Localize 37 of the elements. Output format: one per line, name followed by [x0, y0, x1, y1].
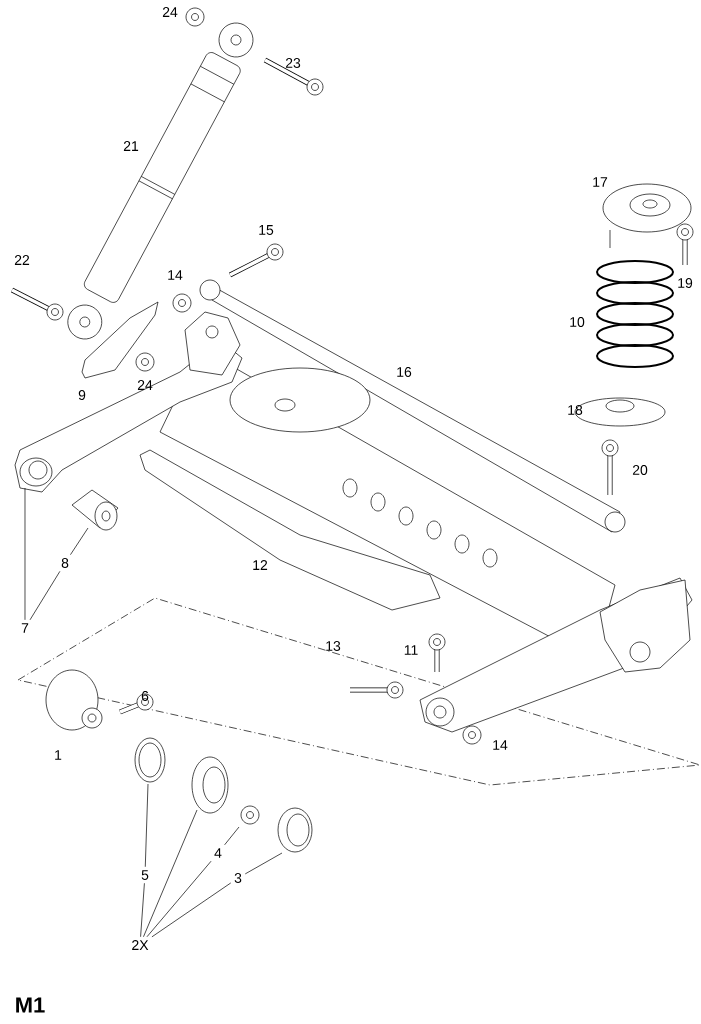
callout-number: 17	[593, 177, 608, 187]
leader-line	[144, 783, 149, 868]
callout-number: 23	[285, 58, 301, 68]
leader-line	[140, 882, 145, 938]
callout-number: 19	[678, 278, 693, 288]
callout-number: 2X	[132, 940, 149, 950]
leader-line	[70, 527, 89, 556]
callout-number: 8	[61, 558, 69, 568]
leader-line	[151, 882, 232, 938]
callout-number: 20	[632, 465, 648, 475]
callout-number: 24	[162, 7, 178, 17]
callout-number: 16	[397, 367, 412, 377]
callout-number: 21	[123, 141, 139, 151]
callout-number: 14	[168, 270, 183, 280]
callout-number: 4	[214, 848, 222, 858]
leader-line	[29, 570, 61, 621]
callout-number: 10	[570, 317, 585, 327]
callout-number: 11	[404, 645, 418, 655]
callout-number: 13	[326, 641, 341, 651]
callout-number: 1	[55, 750, 62, 760]
callout-number: 15	[259, 225, 274, 235]
leader-line	[146, 860, 212, 938]
leader-line	[24, 487, 26, 621]
callout-number: 18	[568, 405, 583, 415]
callout-number: 24	[137, 380, 153, 390]
leader-line	[244, 852, 283, 875]
callout-number: 3	[234, 873, 242, 883]
callout-number: 6	[141, 691, 149, 701]
callout-number: 12	[253, 560, 268, 570]
page-code: M1	[16, 997, 45, 1013]
leader-line	[143, 809, 198, 938]
callout-number: 9	[78, 390, 86, 400]
callout-number: 5	[141, 870, 149, 880]
leader-line	[224, 826, 240, 846]
callout-number: 7	[21, 623, 29, 633]
callout-number: 14	[493, 740, 508, 750]
callout-number: 22	[14, 255, 30, 265]
